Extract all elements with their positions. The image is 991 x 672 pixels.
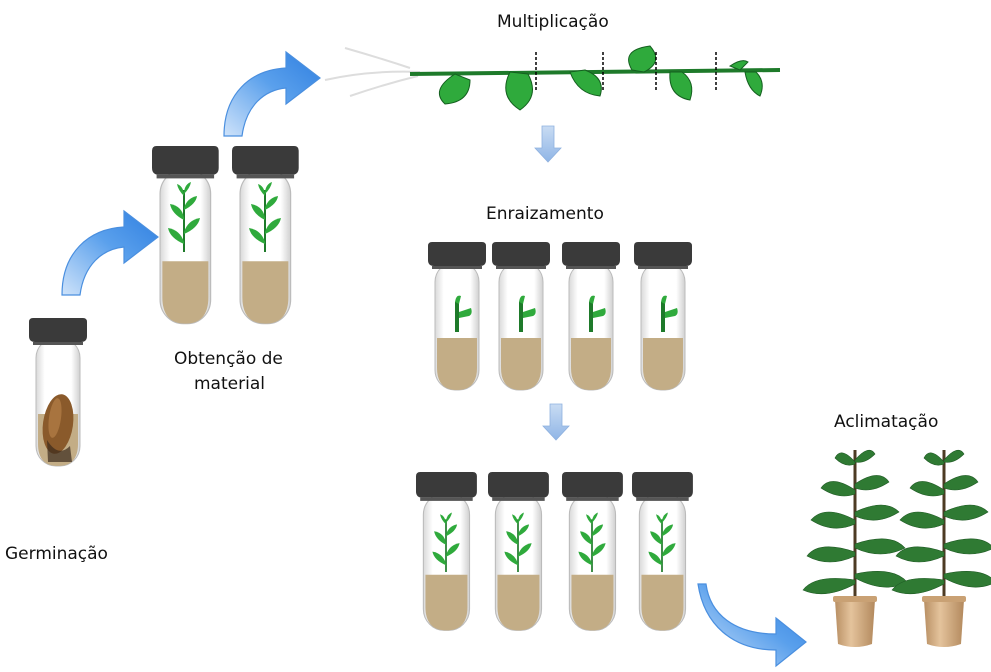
- rooted-tube-4-icon: [631, 471, 694, 631]
- multiplicacao-label: Multiplicação: [497, 12, 609, 32]
- obtencao-label-line2: material: [194, 374, 265, 394]
- down-arrow-icon: [542, 403, 570, 441]
- rooting-tube-2-icon: [491, 241, 551, 391]
- potted-plant-2-icon: [890, 448, 991, 649]
- aclimatacao-label: Aclimatação: [834, 412, 939, 432]
- material-tube-1-icon: [151, 145, 220, 325]
- germination-tube-icon: [28, 317, 88, 467]
- rooting-tube-1-icon: [427, 241, 487, 391]
- rooted-tube-3-icon: [561, 471, 624, 631]
- curved-arrow-icon: [223, 51, 321, 137]
- rooted-tube-2-icon: [487, 471, 550, 631]
- enraizamento-label: Enraizamento: [486, 204, 604, 224]
- germinacao-label: Germinação: [5, 544, 108, 564]
- seed-icon: [42, 394, 74, 462]
- potted-plant-1-icon: [801, 448, 909, 649]
- rooted-tubes: [415, 471, 694, 631]
- rooting-tubes: [427, 241, 693, 391]
- branch-icon: [324, 45, 781, 111]
- curved-arrow-icon: [61, 210, 159, 296]
- rooted-tube-1-icon: [415, 471, 478, 631]
- obtencao-label-line1: Obtenção de: [174, 349, 283, 369]
- rooting-tube-4-icon: [633, 241, 693, 391]
- rooting-tube-3-icon: [561, 241, 621, 391]
- curved-arrow-icon: [697, 583, 807, 667]
- down-arrow-icon: [534, 125, 562, 163]
- material-tube-2-icon: [231, 145, 300, 325]
